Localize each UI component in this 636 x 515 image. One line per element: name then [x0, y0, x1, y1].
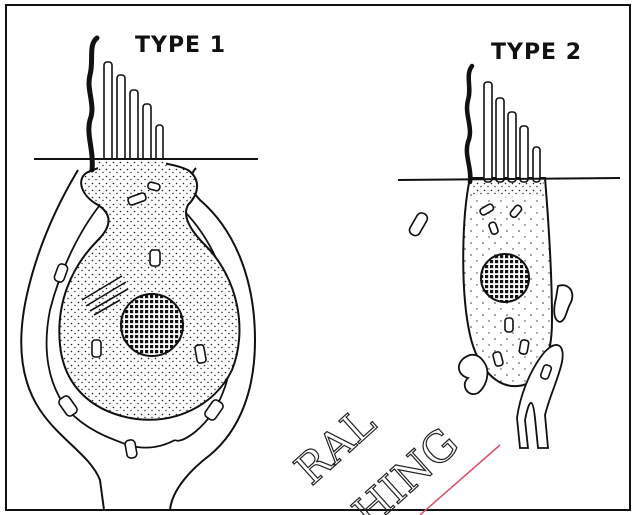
type1-kinocilium	[89, 38, 97, 170]
type2-nucleus	[481, 254, 529, 302]
type1-hair-cell	[21, 38, 255, 510]
watermark: RAL HING	[285, 398, 500, 515]
type2-surface-line	[398, 178, 620, 180]
type2-free-vesicle	[408, 211, 430, 237]
type2-label: TYPE 2	[491, 40, 582, 65]
type2-hair-cell	[408, 66, 573, 448]
type1-cuticular-plate	[98, 160, 166, 174]
type1-nucleus	[121, 294, 183, 356]
type2-nerve-ending-left	[459, 355, 488, 394]
type1-label: TYPE 1	[135, 33, 226, 58]
type1-stereocilia	[104, 62, 163, 162]
type2-cuticular-plate	[473, 180, 543, 197]
type2-nerve-bulb	[554, 285, 572, 322]
type2-stereocilia	[484, 82, 540, 182]
type2-kinocilium	[467, 66, 472, 182]
